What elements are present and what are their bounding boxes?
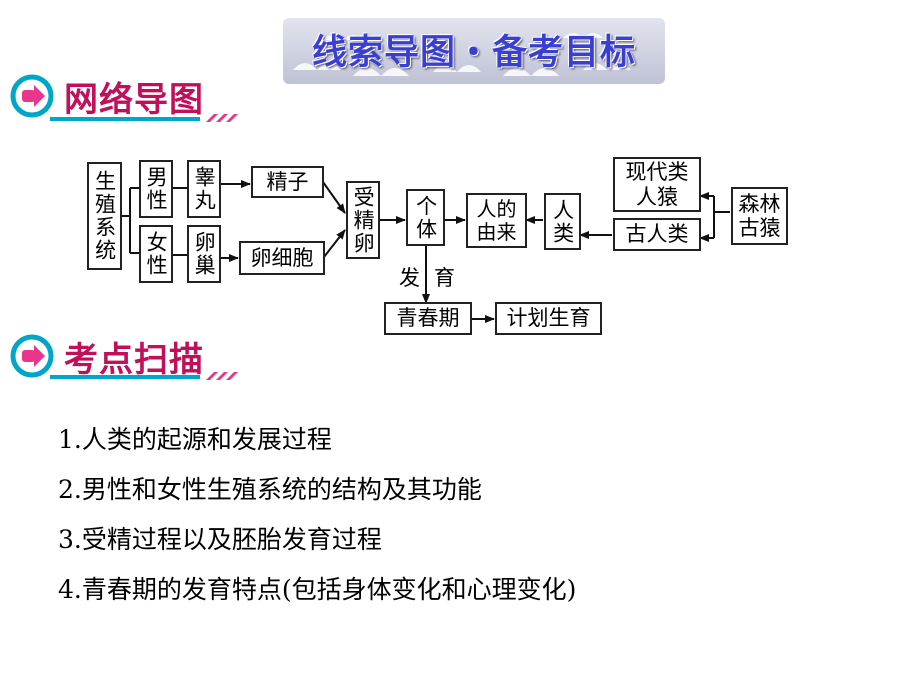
section-scan-heading: 考点扫描 (10, 332, 242, 384)
box-modern-apes: 现代类人猿 (613, 157, 701, 212)
title-banner: 线索导图・备考目标 (283, 10, 665, 86)
exam-point-item: 1.人类的起源和发展过程 (58, 425, 332, 454)
box-label: 人类 (550, 198, 575, 245)
box-ovary: 卵巢 (187, 225, 221, 283)
box-reproductive-system: 生殖系统 (87, 162, 122, 270)
box-label: 人的由来 (476, 196, 517, 244)
box-label: 生殖系统 (92, 170, 117, 262)
box-puberty: 青春期 (384, 302, 472, 335)
box-label: 青春期 (396, 306, 460, 331)
box-ancient-humans: 古人类 (613, 218, 701, 251)
box-male: 男性 (139, 160, 173, 218)
box-label: 受精卵 (351, 185, 376, 255)
box-label: 睾丸 (192, 166, 217, 212)
page-title: 线索导图・备考目标 (311, 33, 636, 73)
section-title: 考点扫描 (64, 340, 204, 380)
box-fertilized-egg: 受精卵 (346, 181, 380, 259)
box-label: 现代类人猿 (625, 160, 689, 209)
exam-point-item: 3.受精过程以及胚胎发育过程 (58, 525, 382, 554)
box-individual: 个体 (406, 189, 445, 246)
box-testis: 睾丸 (187, 160, 221, 218)
box-label: 男性 (144, 166, 169, 212)
arrow-bubble-icon (10, 74, 54, 118)
section-title: 网络导图 (64, 80, 204, 120)
box-humans: 人类 (544, 193, 581, 250)
exam-point-item: 4.青春期的发育特点(包括身体变化和心理变化) (58, 575, 577, 604)
box-sperm: 精子 (251, 166, 324, 198)
box-family-planning: 计划生育 (495, 302, 602, 335)
box-label: 女性 (144, 231, 169, 277)
cloud-background-decoration (283, 18, 665, 84)
box-label: 卵巢 (192, 231, 217, 277)
box-label: 计划生育 (506, 306, 591, 331)
label-development: 发育 (399, 262, 469, 292)
box-label: 精子 (266, 169, 309, 194)
exam-point-item: 2.男性和女性生殖系统的结构及其功能 (58, 475, 482, 504)
arrow-bubble-icon (10, 334, 54, 378)
box-forest-apes: 森林古猿 (731, 187, 788, 245)
section-network-heading: 网络导图 (10, 72, 242, 124)
section-underline (50, 114, 238, 122)
box-egg-cell: 卵细胞 (239, 241, 325, 275)
section-underline (50, 372, 238, 380)
box-origin-of-humans: 人的由来 (466, 193, 527, 248)
development-label: 发育 (399, 266, 469, 290)
box-female: 女性 (139, 225, 173, 283)
box-label: 个体 (413, 194, 438, 241)
box-label: 卵细胞 (250, 245, 314, 270)
box-label: 森林古猿 (738, 191, 781, 240)
box-label: 古人类 (625, 222, 689, 247)
